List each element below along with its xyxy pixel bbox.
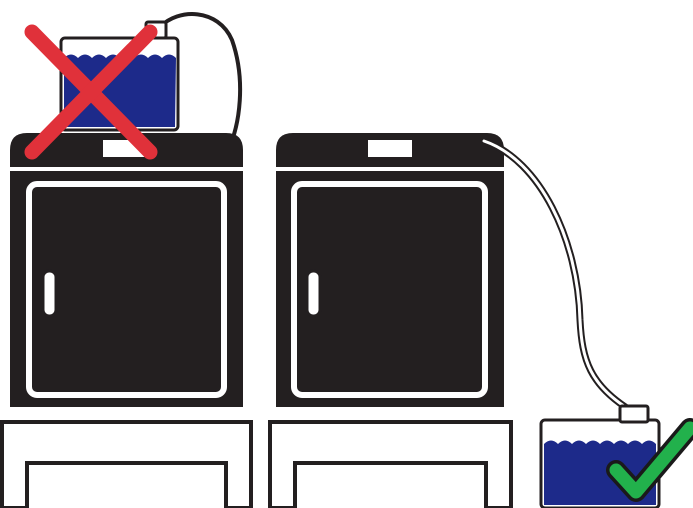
correct-setup-panel [270, 133, 690, 508]
lid-label [368, 140, 412, 157]
door-handle [43, 271, 56, 316]
cabinet-door [29, 184, 224, 395]
drain-tube [484, 141, 630, 410]
incorrect-setup-panel [2, 14, 251, 508]
cabinet-stand [270, 422, 511, 508]
cabinet-door [294, 184, 485, 395]
cabinet-stand [2, 422, 251, 508]
door-handle [307, 271, 320, 316]
